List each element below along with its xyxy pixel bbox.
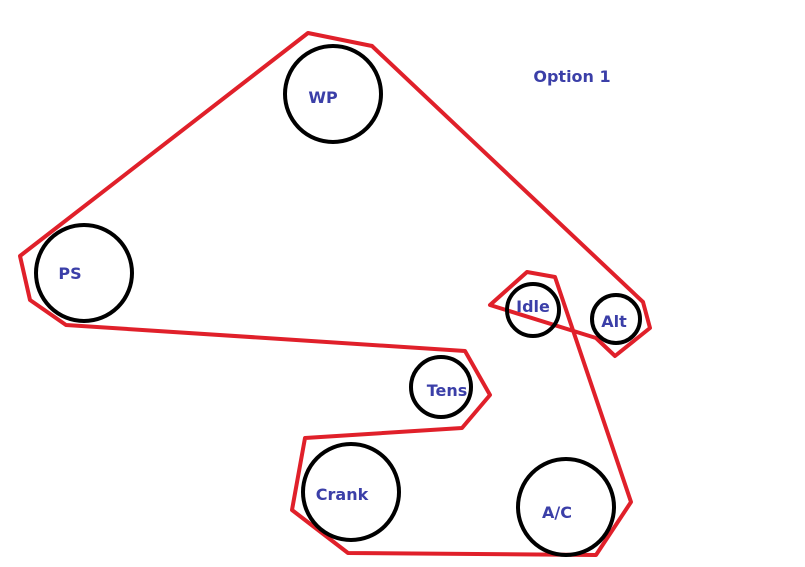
pulley-alt-label: Alt: [601, 312, 627, 331]
pulley-wp: WP: [283, 44, 383, 144]
pulley-ps-label: PS: [58, 264, 81, 283]
pulley-ps: PS: [34, 223, 134, 323]
pulley-tens-label: Tens: [427, 381, 468, 400]
pulley-idle: Idle: [505, 282, 561, 338]
pulley-crank: Crank: [301, 442, 401, 542]
pulley-ps-circle: [34, 223, 134, 323]
pulley-tens: Tens: [409, 355, 473, 419]
pulley-alt-circle: [590, 293, 642, 345]
pulley-idle-circle: [505, 282, 561, 338]
pulley-ac-label: A/C: [542, 503, 572, 522]
belt-path: [18, 31, 652, 557]
pulley-ac-circle: [516, 457, 616, 557]
pulley-crank-circle: [301, 442, 401, 542]
pulley-tens-circle: [409, 355, 473, 419]
pulley-wp-label: WP: [308, 88, 338, 107]
pulley-crank-label: Crank: [316, 485, 369, 504]
pulley-idle-label: Idle: [516, 297, 550, 316]
pulley-ac: A/C: [516, 457, 616, 557]
pulley-wp-circle: [283, 44, 383, 144]
pulley-alt: Alt: [590, 293, 642, 345]
option-title: Option 1: [533, 67, 610, 86]
